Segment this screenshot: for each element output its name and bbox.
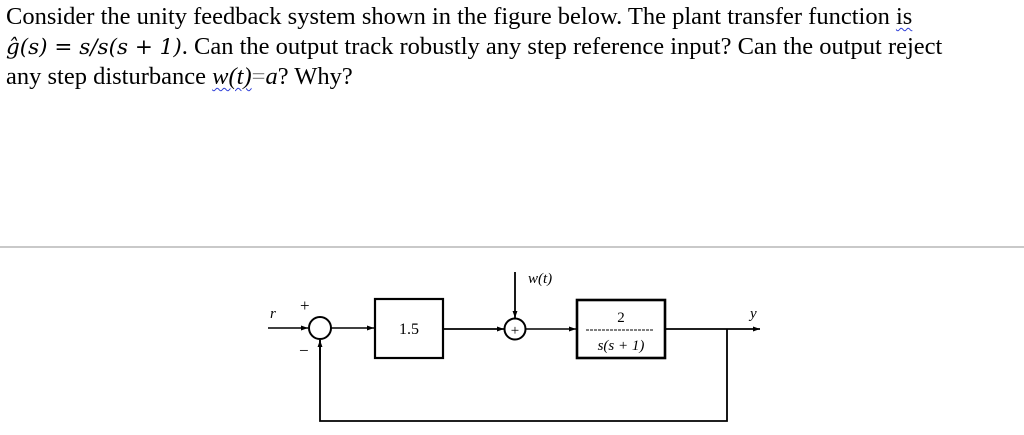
feedback-path — [319, 329, 728, 422]
transfer-function-lhs: ĝ(s) — [6, 35, 48, 60]
controller-gain: 1.5 — [399, 321, 419, 338]
question-text: Consider the unity feedback system shown… — [6, 2, 1024, 92]
question-line-2: ĝ(s) = s/s(s + 1). Can the output track … — [6, 33, 943, 60]
output-label: y — [748, 306, 757, 322]
equals-sign: = — [47, 35, 80, 60]
reference-label: r — [270, 306, 276, 322]
plus-sign: + — [300, 296, 310, 315]
question-line-1: Consider the unity feedback system shown… — [6, 3, 913, 30]
summing-junction-2 — [503, 317, 527, 341]
question-line-3: any step disturbance w(t)=a? Why? — [6, 63, 353, 90]
section-divider — [0, 246, 1024, 248]
minus-sign: − — [299, 341, 309, 360]
summing-junction-1 — [308, 316, 332, 340]
plant-denominator: s(s + 1) — [598, 338, 645, 354]
disturbance-label: w(t) — [528, 271, 552, 287]
plus-sign: + — [511, 323, 519, 339]
spellcheck-flagged-expression[interactable]: w(t) — [212, 63, 252, 90]
spellcheck-flagged-word[interactable]: is — [895, 3, 913, 30]
plant-numerator: 2 — [617, 310, 625, 326]
transfer-function-rhs: s/s(s + 1) — [79, 35, 182, 60]
plant-block — [575, 298, 667, 360]
disturbance-constant: a — [265, 63, 278, 90]
equals-sign: = — [251, 63, 266, 90]
